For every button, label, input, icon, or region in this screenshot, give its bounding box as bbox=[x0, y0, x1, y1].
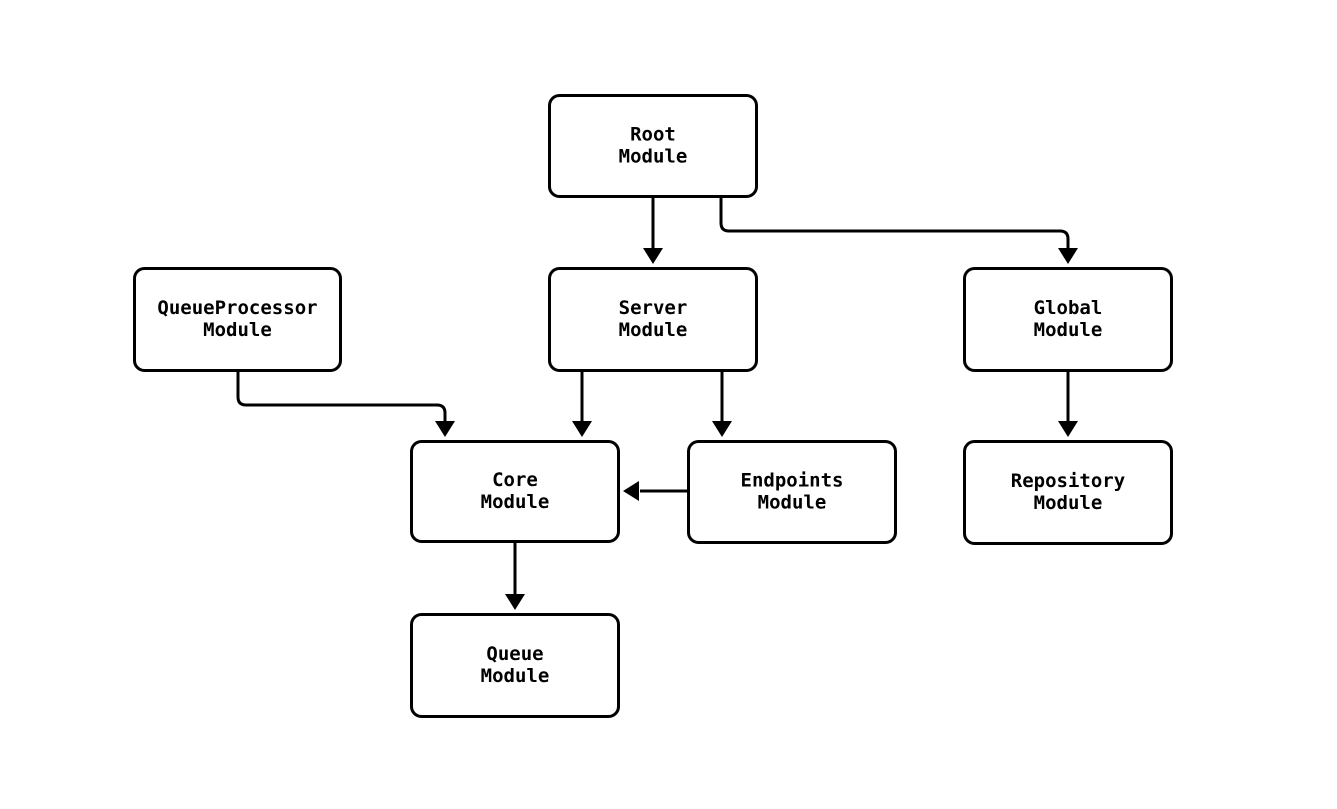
core-module-label-line1: Core bbox=[492, 469, 538, 491]
repository-module-box[interactable] bbox=[963, 440, 1173, 545]
edge-root-to-server bbox=[643, 198, 663, 264]
endpoints-module-label-line1: Endpoints bbox=[741, 470, 844, 492]
server-module-label-line1: Server bbox=[619, 297, 688, 319]
queue-module-box[interactable] bbox=[410, 613, 620, 718]
edge-queueprocessor-to-core-arrowhead-icon bbox=[435, 421, 455, 437]
repository-module-label-line1: Repository bbox=[1011, 470, 1125, 492]
edge-root-to-server-arrowhead-icon bbox=[643, 248, 663, 264]
endpoints-module-label-line2: Module bbox=[758, 492, 827, 514]
edge-core-to-queue-arrowhead-icon bbox=[505, 594, 525, 610]
edge-core-to-queue bbox=[505, 543, 525, 610]
edge-server-to-core bbox=[572, 372, 592, 437]
global-module-box[interactable] bbox=[963, 267, 1173, 372]
queue-module-label-line2: Module bbox=[481, 665, 550, 687]
edge-queueprocessor-to-core-line bbox=[236, 372, 447, 421]
nodes-layer: RootModuleQueueProcessorModuleServerModu… bbox=[133, 94, 1173, 718]
core-module-label-line2: Module bbox=[481, 491, 550, 513]
edge-server-to-core-arrowhead-icon bbox=[572, 421, 592, 437]
root-module-box[interactable] bbox=[548, 94, 758, 198]
edge-server-to-endpoints bbox=[712, 372, 732, 437]
repository-module-label-line2: Module bbox=[1034, 492, 1103, 514]
edge-global-to-repository-arrowhead-icon bbox=[1058, 421, 1078, 437]
server-module-label-line2: Module bbox=[619, 319, 688, 341]
global-module-label-line1: Global bbox=[1034, 297, 1103, 319]
queueprocessor-module-label-line2: Module bbox=[203, 319, 272, 341]
edge-root-to-global-line bbox=[719, 198, 1070, 248]
queueprocessor-module-label-line1: QueueProcessor bbox=[157, 297, 317, 319]
endpoints-module-box[interactable] bbox=[687, 440, 897, 544]
edge-server-to-endpoints-arrowhead-icon bbox=[712, 421, 732, 437]
core-module-box[interactable] bbox=[410, 440, 620, 543]
global-module-label-line2: Module bbox=[1034, 319, 1103, 341]
root-module-label-line2: Module bbox=[619, 146, 688, 168]
edge-endpoints-to-core-arrowhead-icon bbox=[623, 481, 639, 501]
edge-endpoints-to-core bbox=[623, 481, 687, 501]
server-module-box[interactable] bbox=[548, 267, 758, 372]
edges-layer bbox=[236, 198, 1078, 610]
edge-root-to-global bbox=[719, 198, 1078, 264]
edge-root-to-global-arrowhead-icon bbox=[1058, 248, 1078, 264]
queueprocessor-module-box[interactable] bbox=[133, 267, 342, 372]
edge-global-to-repository bbox=[1058, 372, 1078, 437]
root-module-label-line1: Root bbox=[630, 124, 676, 146]
queue-module-label-line1: Queue bbox=[486, 643, 543, 665]
edge-queueprocessor-to-core bbox=[236, 372, 455, 437]
